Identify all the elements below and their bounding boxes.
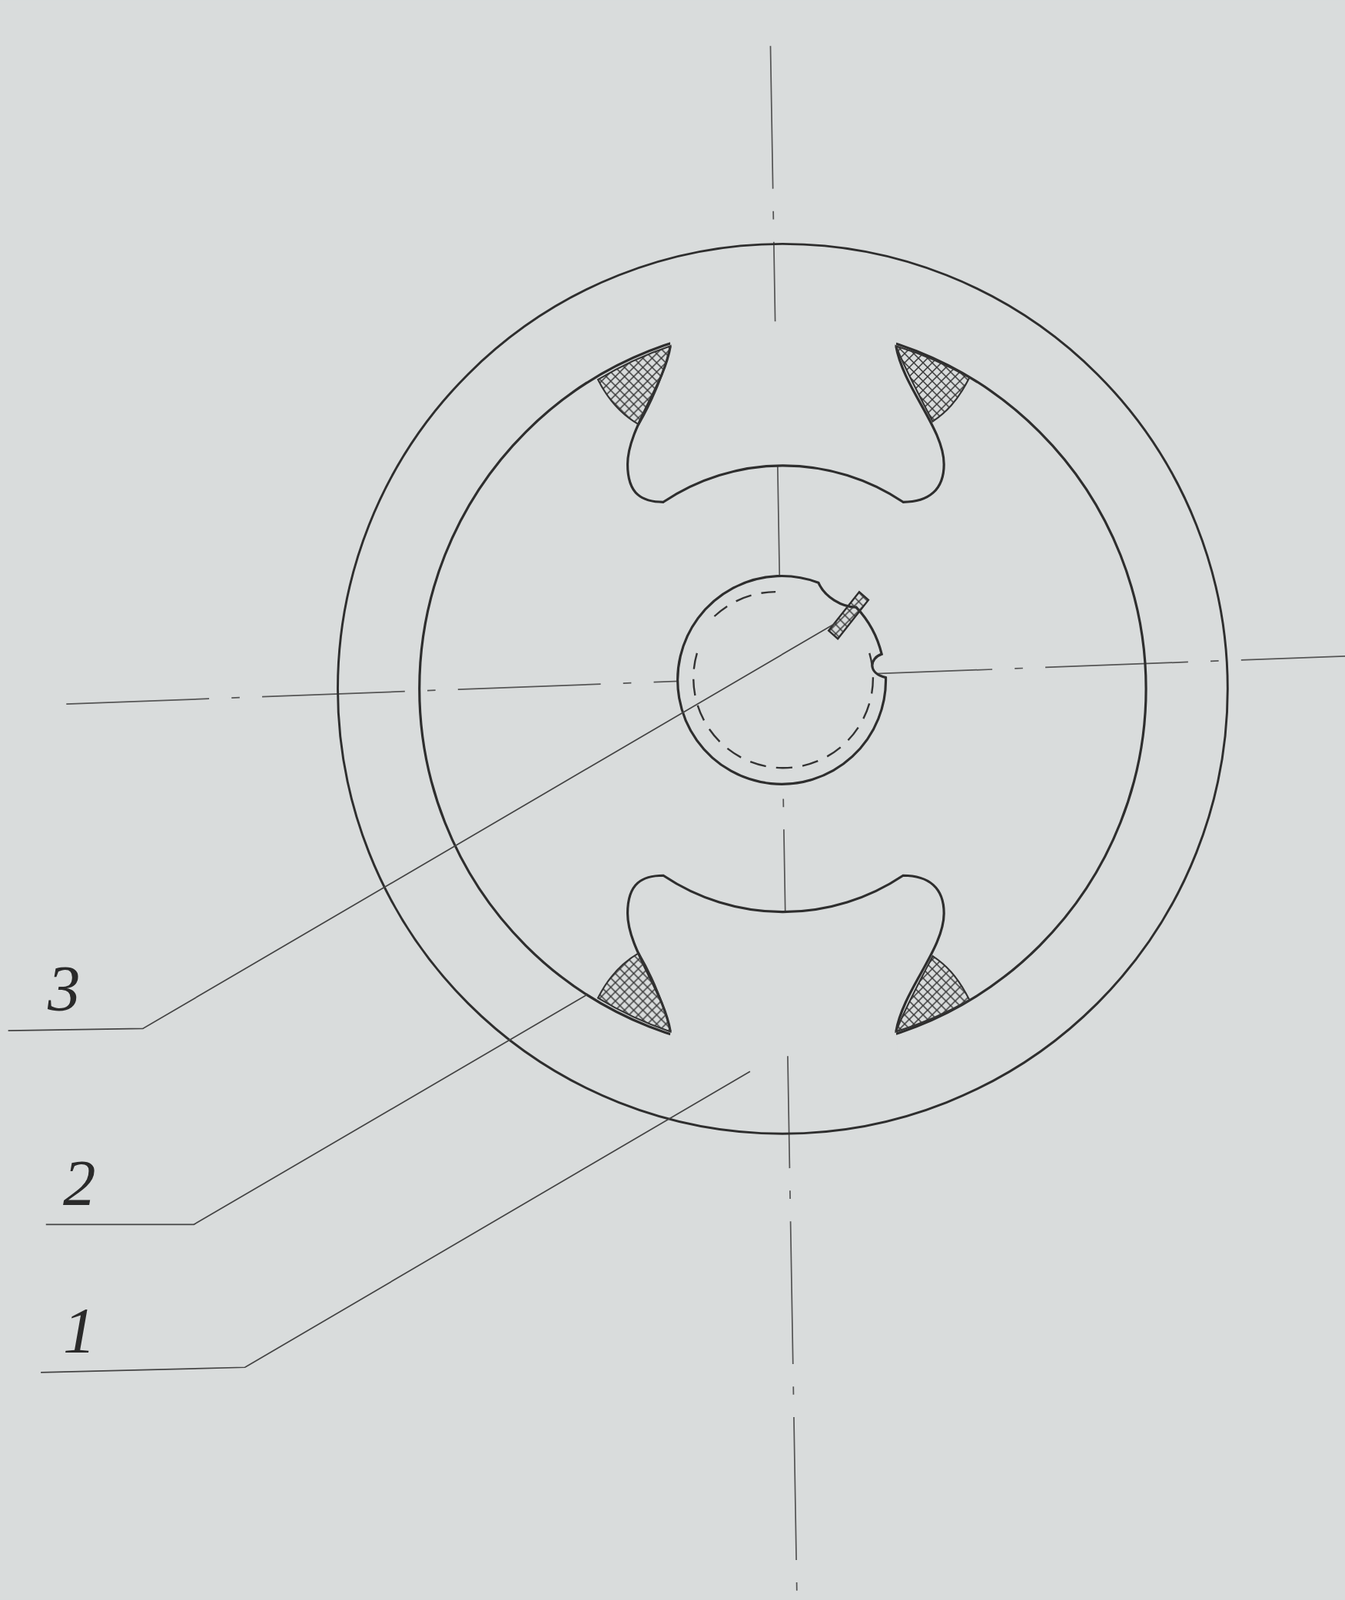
stator-outer [337, 243, 1228, 1134]
center-line [66, 46, 1345, 1600]
callout-number: 1 [63, 1298, 97, 1364]
stator-pole [597, 321, 970, 502]
leader-line [8, 622, 837, 1373]
stator-pole [597, 875, 970, 1057]
callout-number: 2 [63, 1150, 97, 1216]
rotor [677, 575, 887, 784]
callout-number: 3 [47, 956, 81, 1022]
